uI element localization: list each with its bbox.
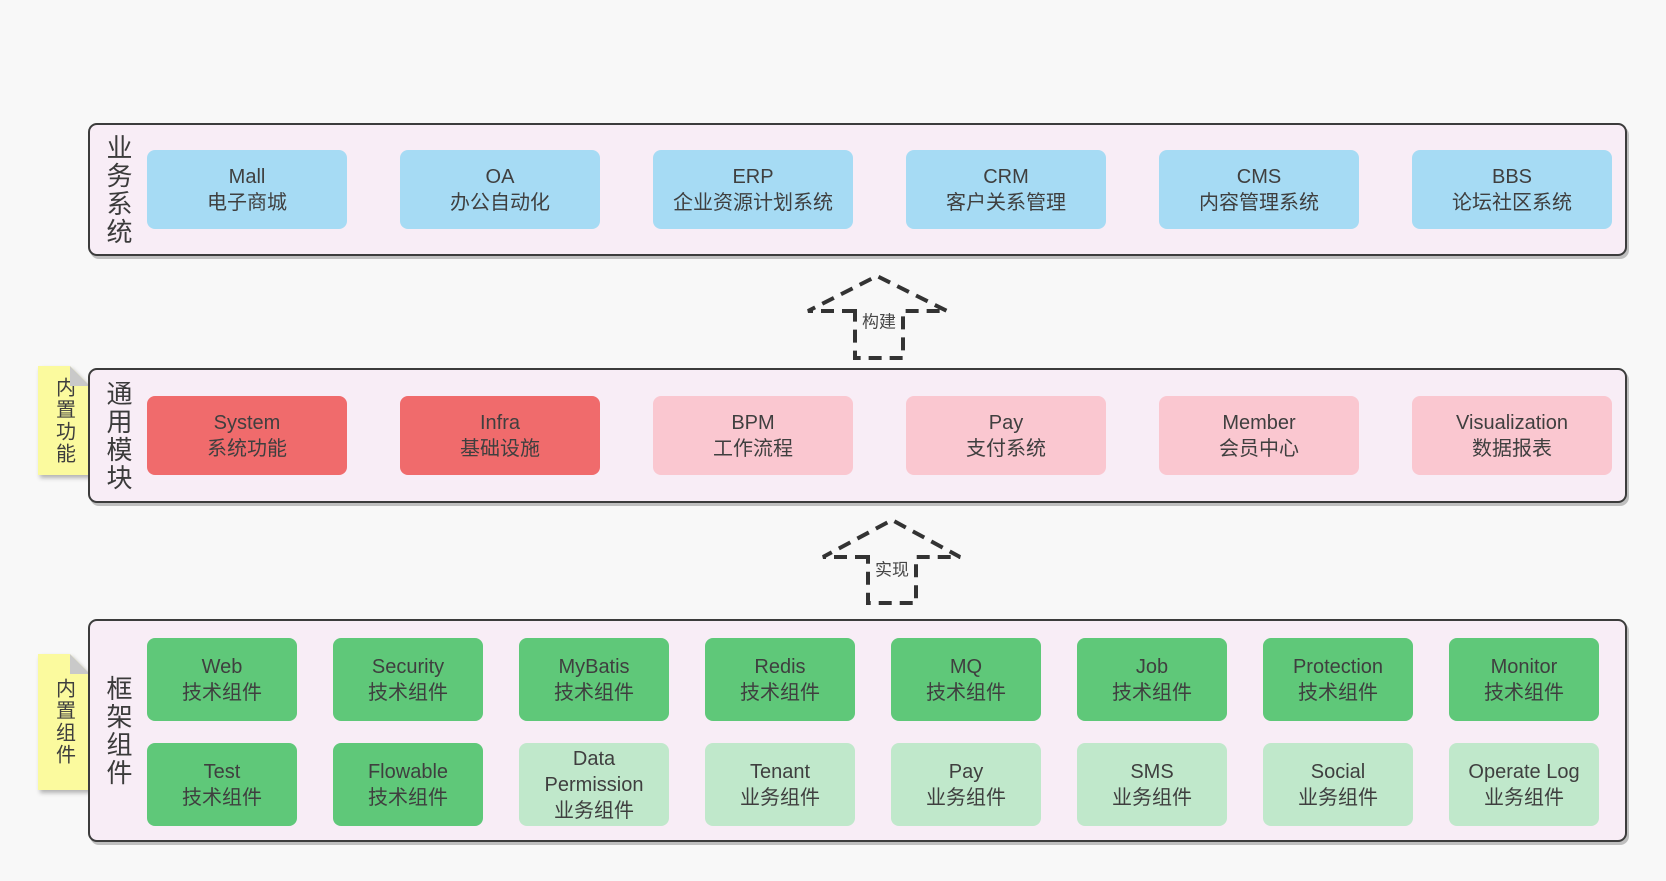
arrow-implement-icon [822,517,961,605]
sticky-tab-built-in-features-label: 内置功能 [52,376,75,465]
arrow-implement-label: 实现 [871,554,913,582]
section-label-common-modules: 通用模块 [103,379,133,492]
arrow-build-label: 构建 [858,306,900,334]
section-label-business-systems: 业务系统 [103,133,133,246]
folded-corner-icon [70,366,90,386]
folded-corner-icon [70,654,90,674]
sticky-tab-built-in-components: 内置组件 [38,654,90,790]
sticky-tab-built-in-components-label: 内置组件 [52,678,75,766]
sticky-tab-built-in-features: 内置功能 [38,366,90,475]
section-label-framework-components: 框架组件 [103,674,133,787]
